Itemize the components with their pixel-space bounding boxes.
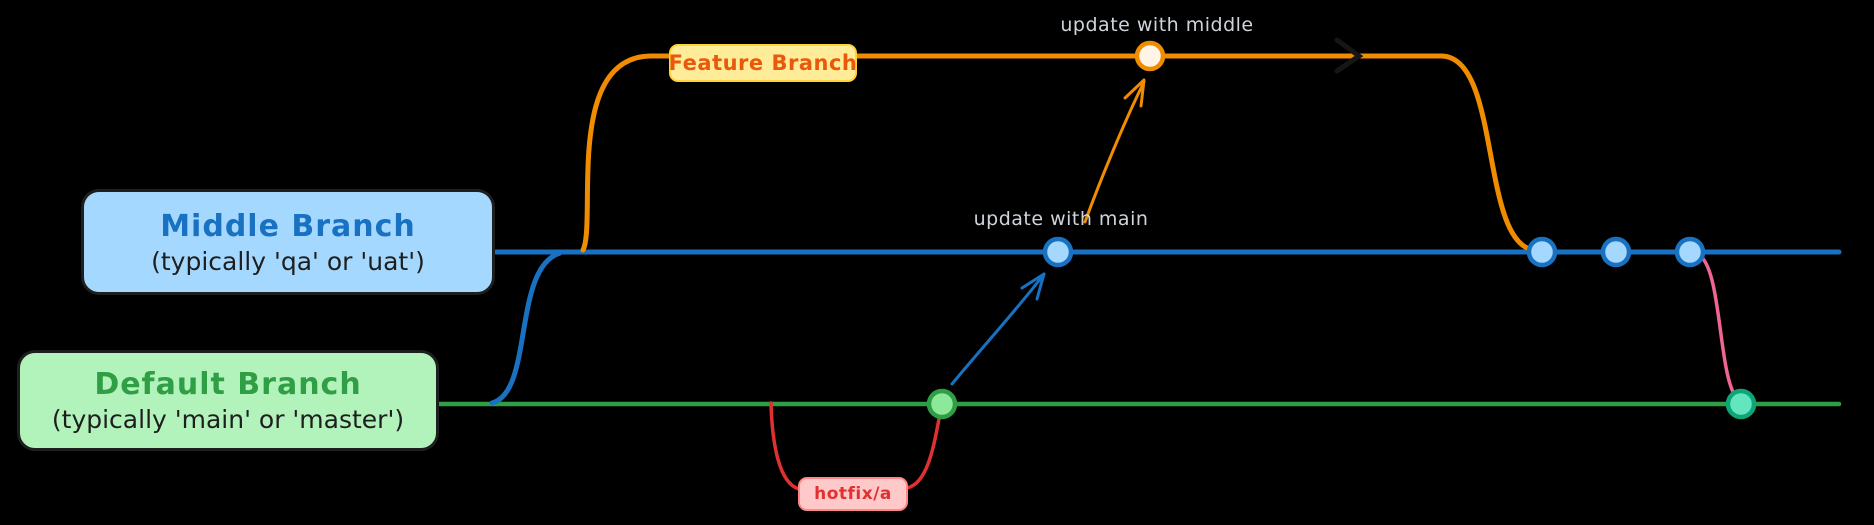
feature-branch-line <box>580 53 1536 253</box>
commit-default-release <box>1725 388 1757 420</box>
middle-branch-subtitle: (typically 'qa' or 'uat') <box>151 246 425 276</box>
commit-default-hotfix-merge <box>926 388 958 420</box>
default-branch-subtitle: (typically 'main' or 'master') <box>51 405 405 435</box>
hotfix-branch-line-left <box>769 401 801 491</box>
commit-middle-update <box>1042 236 1074 268</box>
hotfix-branch-label: hotfix/a <box>798 477 908 511</box>
commit-middle-1 <box>1526 236 1558 268</box>
middle-branch-label-box: Middle Branch (typically 'qa' or 'uat') <box>81 189 495 295</box>
annotation-update-with-main: update with main <box>973 208 1149 230</box>
annotation-update-with-middle: update with middle <box>1060 14 1254 36</box>
hotfix-branch-line-right <box>905 407 943 490</box>
update-with-main-arrowhead <box>1020 272 1046 301</box>
default-branch-title: Default Branch <box>94 367 362 403</box>
feature-branch-label: Feature Branch <box>669 44 857 82</box>
default-branch-label-box: Default Branch (typically 'main' or 'mas… <box>17 350 439 451</box>
feature-line-arrow-mark <box>1334 37 1364 74</box>
update-with-main-arrow <box>950 272 1046 386</box>
update-with-middle-arrowhead <box>1123 78 1146 108</box>
commit-middle-2 <box>1600 236 1632 268</box>
commit-feature-update <box>1134 40 1166 72</box>
update-with-middle-arrow <box>1083 80 1146 224</box>
middle-branch-fork-curve <box>489 250 563 406</box>
middle-to-default-merge-line <box>1695 252 1740 402</box>
middle-branch-title: Middle Branch <box>160 208 416 244</box>
commit-middle-3 <box>1674 236 1706 268</box>
